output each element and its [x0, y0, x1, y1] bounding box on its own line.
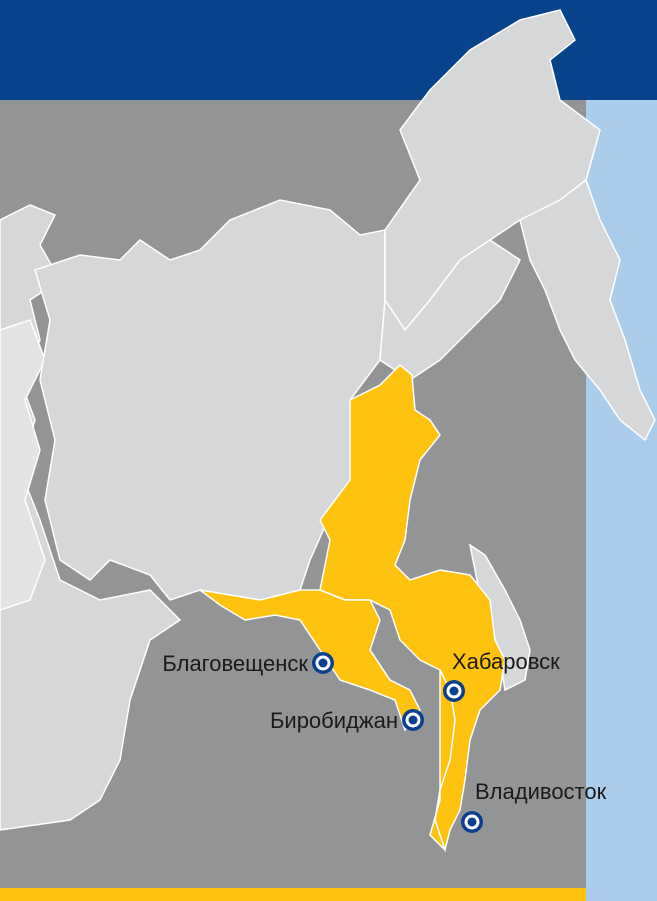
city-marker-icon	[443, 680, 465, 702]
city-marker-icon	[312, 652, 334, 674]
bottom-bar	[0, 888, 586, 901]
region-kamchatka	[519, 178, 656, 442]
city-blagoveshchensk[interactable]: Благовещенск	[162, 651, 334, 676]
city-label: Хабаровск	[452, 649, 560, 674]
city-label: Владивосток	[475, 779, 607, 804]
city-birobidzhan[interactable]: Биробиджан	[270, 708, 424, 733]
city-marker-icon	[461, 811, 483, 833]
city-label: Биробиджан	[270, 708, 398, 733]
city-vladivostok[interactable]: Владивосток	[461, 779, 607, 833]
city-marker-icon	[402, 709, 424, 731]
city-khabarovsk[interactable]: Хабаровск	[443, 649, 560, 702]
region-highlight-primorye	[429, 669, 456, 851]
city-label: Благовещенск	[162, 651, 308, 676]
region-west-inner	[0, 319, 46, 611]
region-highlight-khabarovsk	[319, 363, 506, 853]
region-highlight-amur	[199, 589, 421, 732]
